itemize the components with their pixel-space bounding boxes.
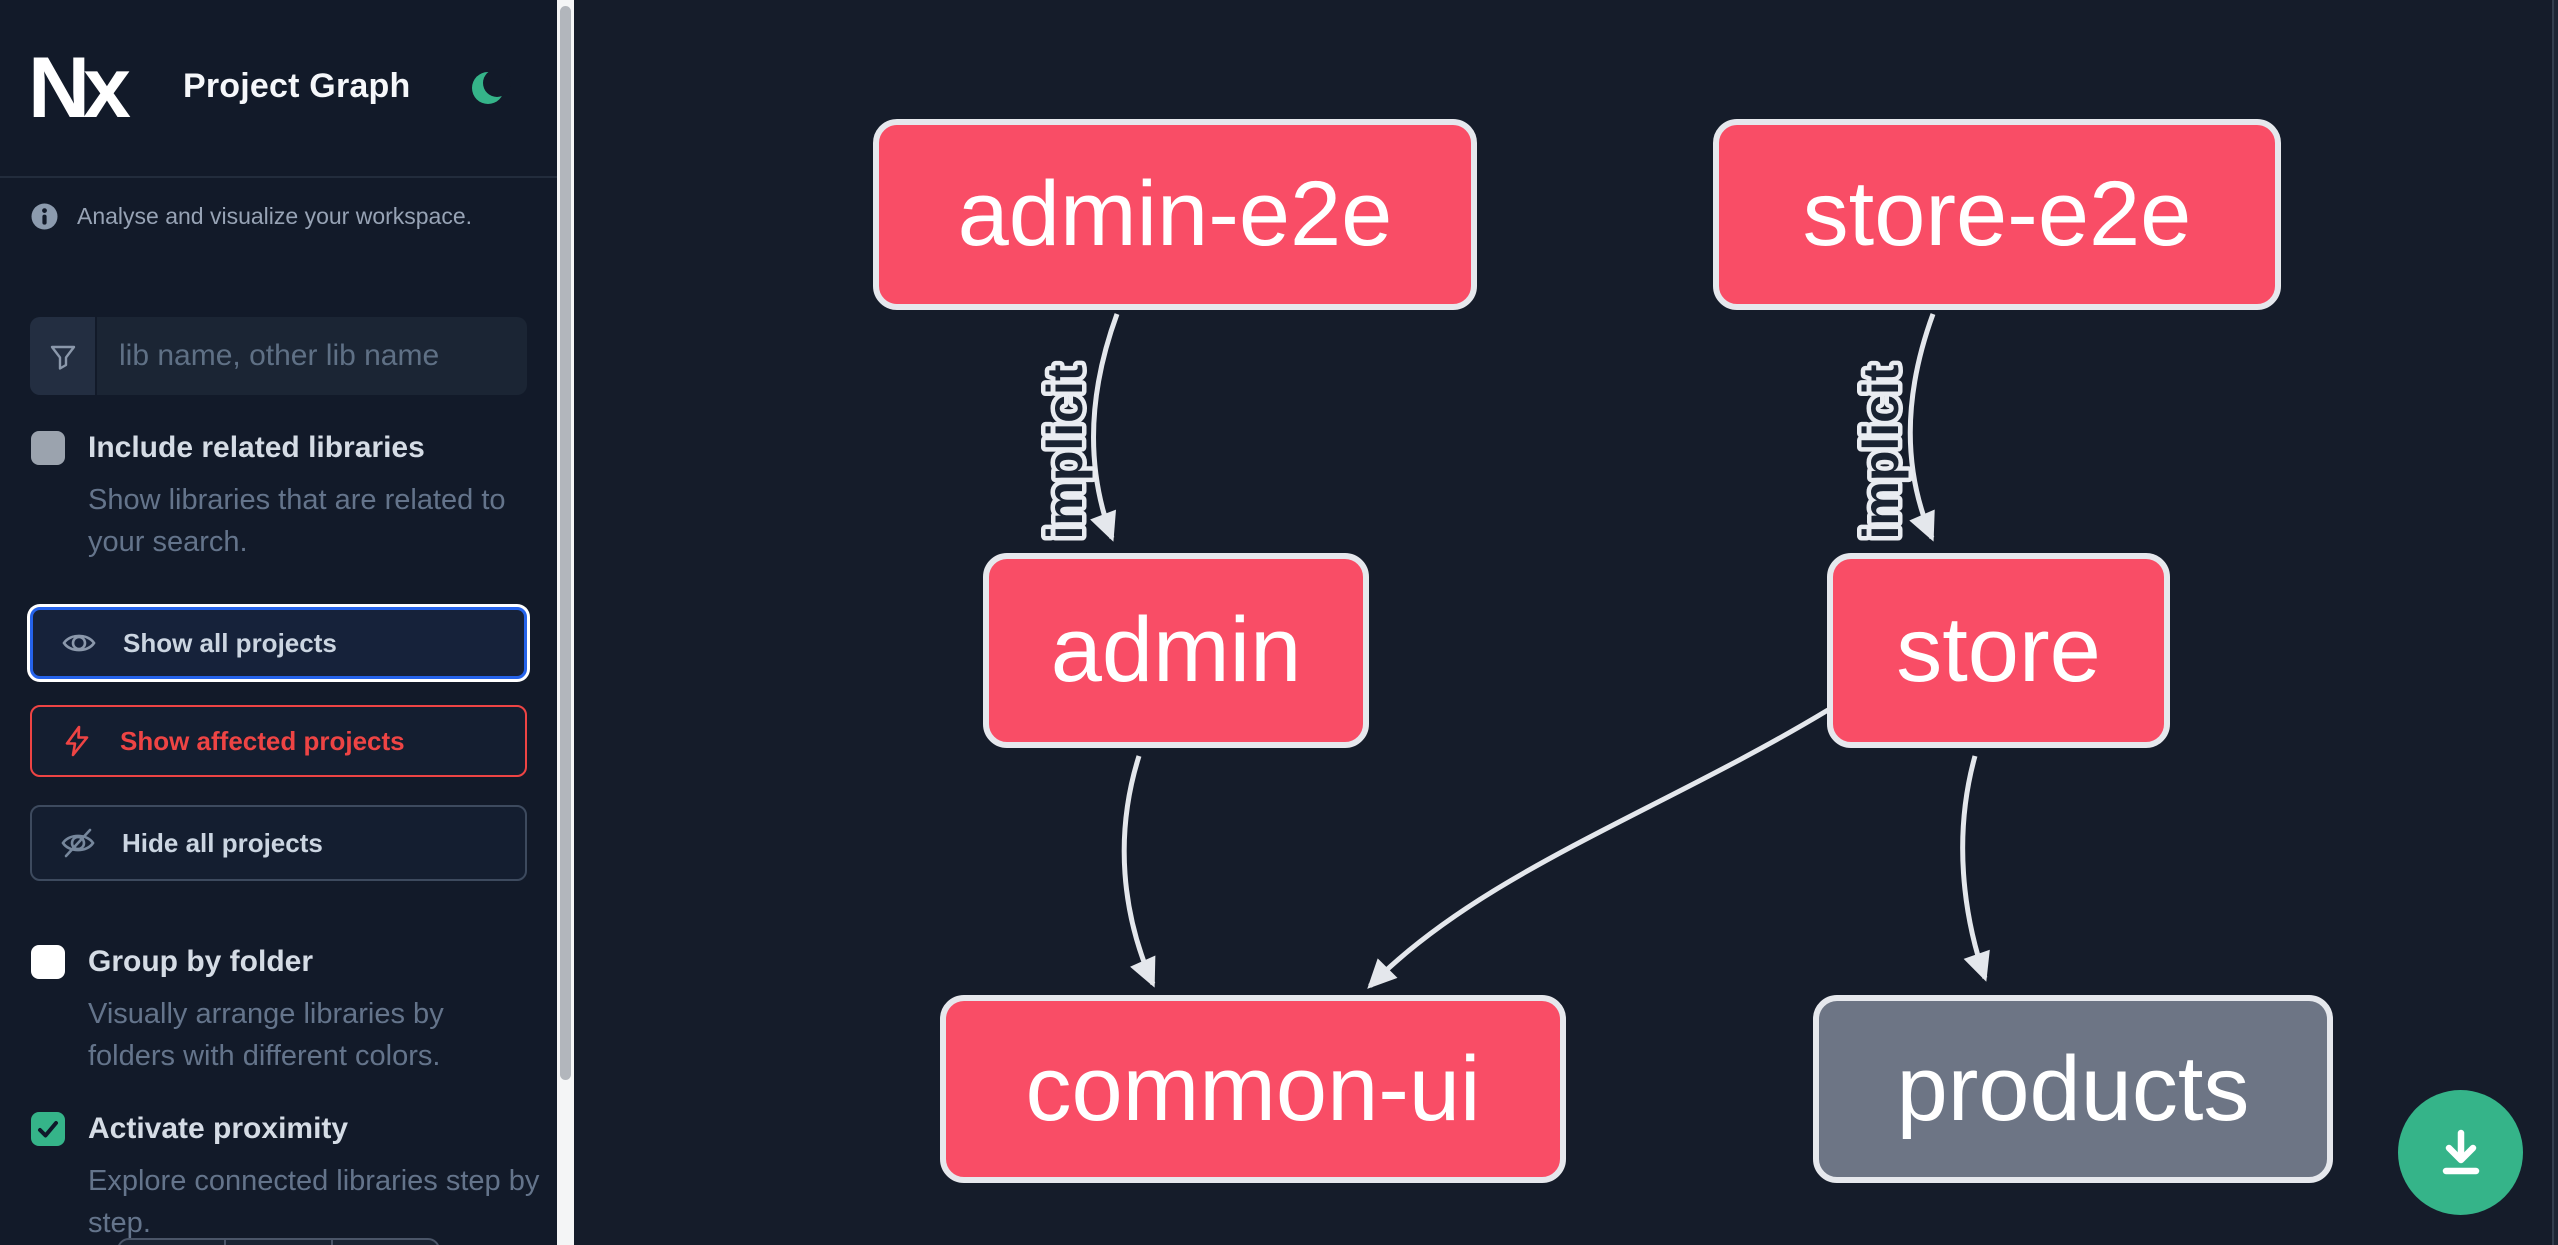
node-label: common-ui: [1025, 1037, 1481, 1140]
filter-icon: [50, 345, 75, 370]
node-label: store: [1896, 599, 2101, 701]
canvas-right-scrollbar[interactable]: [2552, 0, 2558, 1245]
activate-proximity-checkbox[interactable]: [31, 1112, 65, 1146]
moon-icon: [472, 69, 511, 104]
group-by-folder-option: Group by folder Visually arrange librari…: [31, 945, 531, 1077]
stepper-segment[interactable]: [226, 1240, 333, 1245]
info-icon: [31, 203, 58, 230]
node-products[interactable]: products: [1813, 995, 2333, 1183]
sidebar: Nx Project Graph Analyse and visualize y…: [0, 0, 557, 1245]
edge-admin-e2e-admin: [1090, 313, 1120, 542]
check-icon: [38, 1121, 58, 1138]
nx-logo-text: Nx: [28, 40, 131, 136]
edge-label-implicit: implicit: [1853, 364, 1909, 539]
hide-all-projects-label: Hide all projects: [122, 827, 323, 858]
edge-store-common-ui: [1367, 707, 1830, 989]
node-label: admin-e2e: [957, 163, 1393, 265]
eye-icon: [62, 634, 96, 652]
edge-admin-common-ui: [1121, 755, 1156, 988]
node-store[interactable]: store: [1827, 553, 2170, 748]
stepper-segment[interactable]: [333, 1240, 438, 1245]
nx-logo: Nx: [28, 40, 131, 136]
lightning-icon: [65, 725, 89, 757]
theme-toggle-button[interactable]: [467, 66, 511, 110]
eye-off-icon: [61, 828, 95, 858]
proximity-stepper[interactable]: [117, 1238, 440, 1245]
show-affected-projects-button[interactable]: Show affected projects: [30, 705, 527, 777]
activate-proximity-option: Activate proximity Explore connected lib…: [31, 1112, 539, 1244]
node-label: store-e2e: [1802, 163, 2192, 265]
show-affected-projects-label: Show affected projects: [120, 725, 405, 756]
divider: [0, 176, 557, 178]
node-admin[interactable]: admin: [983, 553, 1369, 748]
include-related-option: Include related libraries Show libraries…: [31, 431, 531, 563]
edge-label-implicit: implicit: [1037, 364, 1093, 539]
group-by-folder-description: Visually arrange libraries by folders wi…: [88, 998, 444, 1073]
hide-all-projects-button[interactable]: Hide all projects: [30, 805, 527, 881]
edge-store-e2e-store: [1907, 313, 1936, 542]
include-related-label: Include related libraries: [88, 431, 425, 464]
node-common-ui[interactable]: common-ui: [940, 995, 1566, 1183]
edge-store-products: [1960, 755, 1990, 982]
group-by-folder-checkbox[interactable]: [31, 945, 65, 979]
stepper-segment[interactable]: [119, 1240, 226, 1245]
node-label: admin: [1050, 599, 1302, 701]
node-label: products: [1896, 1037, 2250, 1140]
sidebar-scrollbar-thumb[interactable]: [560, 6, 571, 1080]
node-store-e2e[interactable]: store-e2e: [1713, 119, 2281, 310]
activate-proximity-description: Explore connected libraries step by step…: [88, 1165, 540, 1240]
sidebar-header: Nx Project Graph: [0, 0, 557, 177]
show-all-projects-button[interactable]: Show all projects: [30, 607, 527, 679]
page-title: Project Graph: [183, 67, 411, 105]
workspace-description: Analyse and visualize your workspace.: [77, 203, 473, 229]
search-box: [30, 317, 527, 395]
download-image-button[interactable]: [2398, 1090, 2523, 1215]
search-input[interactable]: [97, 317, 527, 395]
show-all-projects-label: Show all projects: [123, 627, 337, 658]
activate-proximity-label: Activate proximity: [88, 1112, 349, 1145]
graph-canvas[interactable]: implicit implicit admin-e2e store-e2e ad…: [574, 0, 2558, 1245]
include-related-description: Show libraries that are related to your …: [88, 484, 506, 559]
download-icon: [2442, 1129, 2479, 1174]
include-related-checkbox[interactable]: [31, 431, 65, 465]
node-admin-e2e[interactable]: admin-e2e: [873, 119, 1477, 310]
workspace-info-row: Analyse and visualize your workspace.: [31, 203, 531, 230]
group-by-folder-label: Group by folder: [88, 945, 313, 978]
filter-icon-cell: [30, 317, 97, 395]
graph-edges: implicit implicit: [1033, 313, 1990, 989]
sidebar-scrollbar[interactable]: [557, 0, 574, 1245]
